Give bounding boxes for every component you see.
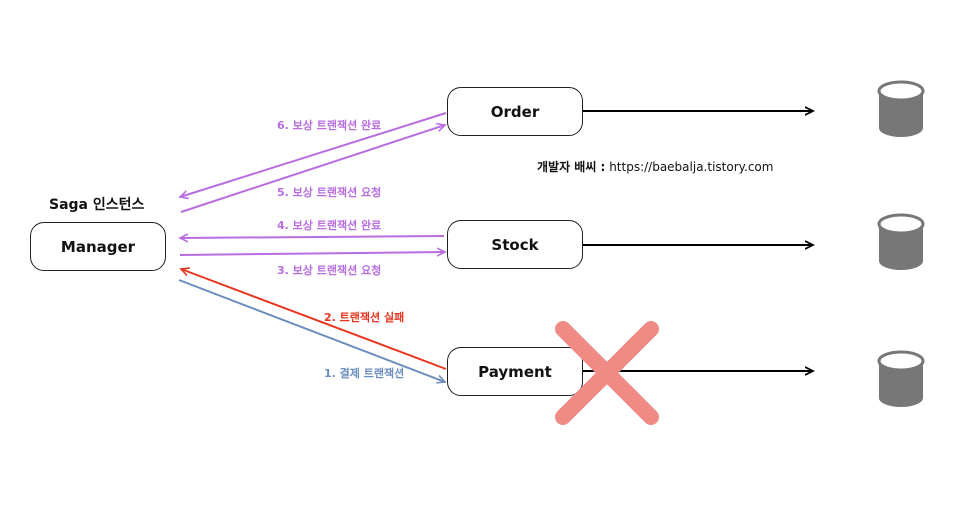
- credit-url: https://baebalja.tistory.com: [609, 160, 774, 174]
- payment-label: Payment: [478, 362, 552, 381]
- step-2-label: 2. 트랜잭션 실패: [324, 311, 405, 324]
- manager-box: Manager: [30, 222, 166, 271]
- step-1-arrow: [178, 279, 445, 382]
- step-4-arrow: [180, 236, 445, 238]
- stock-service-box: Stock: [447, 220, 583, 269]
- step-6-label: 6. 보상 트랜잭션 완료: [277, 119, 382, 132]
- stock-database-icon: [877, 213, 925, 270]
- credit-author: 개발자 배씨 :: [537, 160, 606, 174]
- step-5-label: 5. 보상 트랜잭션 요청: [277, 186, 382, 199]
- step-5-arrow: [180, 125, 445, 213]
- manager-label: Manager: [60, 237, 136, 256]
- step-4-label: 4. 보상 트랜잭션 완료: [277, 219, 382, 232]
- step-6-arrow: [180, 112, 447, 197]
- credit-line: 개발자 배씨 : https://baebalja.tistory.com: [537, 158, 773, 175]
- order-label: Order: [490, 102, 540, 121]
- step-3-arrow: [179, 252, 445, 255]
- step-3-label: 3. 보상 트랜잭션 요청: [277, 264, 382, 277]
- order-database-icon: [877, 80, 925, 137]
- payment-service-box: Payment: [447, 347, 583, 396]
- saga-instance-title: Saga 인스턴스: [49, 197, 145, 213]
- stock-label: Stock: [491, 235, 539, 254]
- step-2-arrow: [181, 269, 447, 370]
- order-service-box: Order: [447, 87, 583, 136]
- payment-database-icon: [877, 350, 925, 407]
- step-1-label: 1. 결제 트랜잭션: [324, 367, 405, 380]
